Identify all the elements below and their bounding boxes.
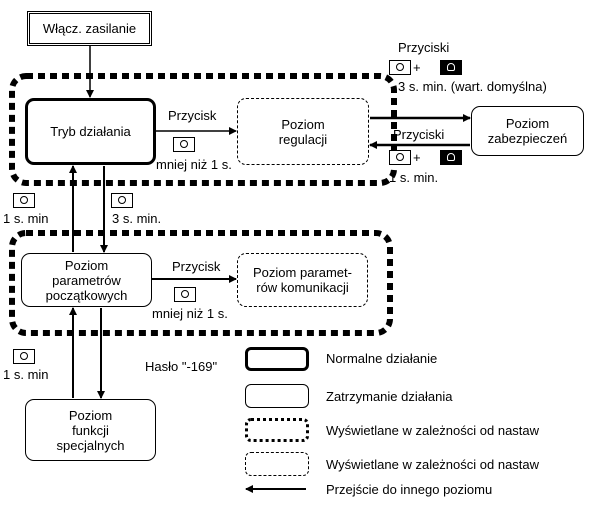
- legend-swatch-thin: [245, 384, 309, 408]
- down-key-icon: [440, 60, 462, 75]
- legend-swatch-bold: [245, 347, 309, 371]
- initial-params-level-label: Poziom parametrów początkowych: [45, 257, 128, 303]
- three-s-min-label: 3 s. min.: [112, 211, 162, 226]
- level-key-icon: [389, 60, 411, 75]
- level-key-icon: [111, 193, 133, 208]
- plus-lower: +: [413, 150, 421, 165]
- button-label-top: Przycisk: [168, 108, 217, 123]
- protection-level-box: Poziom zabezpieczeń: [471, 106, 584, 156]
- legend-swatch-dashed: [245, 452, 309, 476]
- level-key-icon: [13, 193, 35, 208]
- legend-label-stop: Zatrzymanie działania: [326, 389, 453, 404]
- legend-label-dotted: Wyświetlane w zależności od nastaw: [326, 423, 540, 438]
- level-key-icon: [173, 137, 195, 152]
- less-than-1s-mid: mniej niż 1 s.: [152, 306, 228, 321]
- button-label-mid: Przycisk: [172, 259, 221, 274]
- password-label: Hasło "-169": [145, 359, 218, 374]
- one-s-min-left: 1 s. min: [3, 211, 49, 226]
- lower-dotted-region: [9, 230, 393, 336]
- legend-label-normal: Normalne działanie: [326, 351, 438, 366]
- operation-mode-box: Tryb działania: [25, 98, 156, 165]
- power-on-label: Włącz. zasilanie: [42, 21, 137, 36]
- upper-dotted-region: [9, 73, 397, 186]
- one-s-min-right: 1 s. min.: [389, 170, 439, 185]
- buttons-label-upper: Przyciski: [398, 40, 450, 55]
- level-key-icon: [174, 287, 196, 302]
- comm-params-level-box: Poziom paramet- rów komunikacji: [237, 253, 368, 307]
- legend-label-dashed: Wyświetlane w zależności od nastaw: [326, 457, 540, 472]
- special-functions-level-box: Poziom funkcji specjalnych: [25, 399, 156, 461]
- less-than-1s-top: mniej niż 1 s.: [156, 157, 232, 172]
- legend-swatch-dotted: [245, 418, 309, 442]
- operation-mode-label: Tryb działania: [50, 124, 131, 139]
- initial-params-level-box: Poziom parametrów początkowych: [21, 253, 152, 307]
- down-key-icon: [440, 150, 462, 165]
- legend-label-transition: Przejście do innego poziomu: [326, 482, 493, 497]
- one-s-min-bottom: 1 s. min: [3, 367, 49, 382]
- level-key-icon: [389, 150, 411, 165]
- adjustment-level-label: Poziom regulacji: [278, 116, 328, 147]
- protection-level-label: Poziom zabezpieczeń: [487, 116, 568, 146]
- plus-upper: +: [413, 60, 421, 75]
- buttons-label-lower: Przyciski: [393, 127, 445, 142]
- comm-params-level-label: Poziom paramet- rów komunikacji: [253, 265, 352, 295]
- power-on-box: Włącz. zasilanie: [27, 11, 152, 46]
- three-s-default-label: 3 s. min. (wart. domyślna): [398, 79, 547, 94]
- special-functions-level-label: Poziom funkcji specjalnych: [56, 407, 125, 453]
- level-key-icon: [13, 349, 35, 364]
- adjustment-level-box: Poziom regulacji: [237, 98, 369, 165]
